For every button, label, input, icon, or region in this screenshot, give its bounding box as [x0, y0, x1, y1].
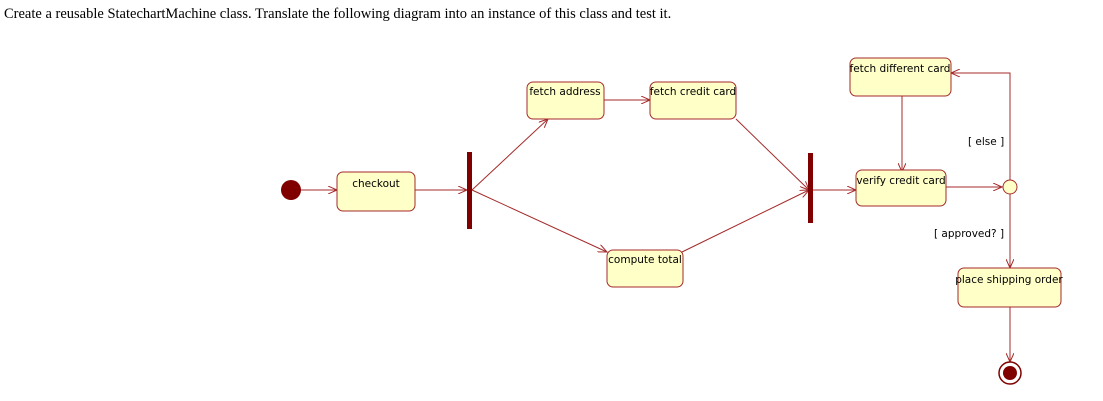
fork-bar — [467, 152, 472, 229]
transition-compute-total-join — [681, 190, 809, 253]
state-fetch-credit-card-label: fetch credit card — [650, 86, 736, 98]
state-verify-credit-card: verify credit card — [855, 169, 947, 207]
join-bar — [808, 153, 813, 223]
guard-approved: [ approved? ] — [934, 228, 1004, 240]
transition-fork-fetch-address — [471, 119, 548, 191]
guard-else: [ else ] — [968, 136, 1004, 148]
state-checkout: checkout — [336, 171, 416, 212]
state-fetch-different-card: fetch different card — [849, 57, 952, 97]
state-fetch-address-label: fetch address — [529, 86, 600, 98]
state-place-shipping-order: place shipping order — [955, 267, 1063, 308]
state-fetch-address: fetch address — [526, 81, 605, 120]
state-verify-credit-card-label: verify credit card — [856, 175, 945, 187]
state-fetch-different-card-label: fetch different card — [850, 63, 951, 75]
transition-credit-card-join — [735, 118, 809, 190]
final-node — [998, 361, 1022, 385]
transition-fork-compute-total — [471, 189, 607, 252]
instruction-text: Create a reusable StatechartMachine clas… — [4, 6, 672, 22]
state-place-shipping-order-label: place shipping order — [955, 274, 1063, 286]
state-fetch-credit-card: fetch credit card — [649, 81, 737, 120]
initial-node — [281, 180, 301, 200]
state-compute-total-label: compute total — [608, 254, 682, 266]
state-checkout-label: checkout — [352, 178, 400, 190]
decision-node — [1002, 179, 1018, 195]
transition-decision-else — [951, 73, 1011, 180]
state-compute-total: compute total — [606, 249, 684, 288]
